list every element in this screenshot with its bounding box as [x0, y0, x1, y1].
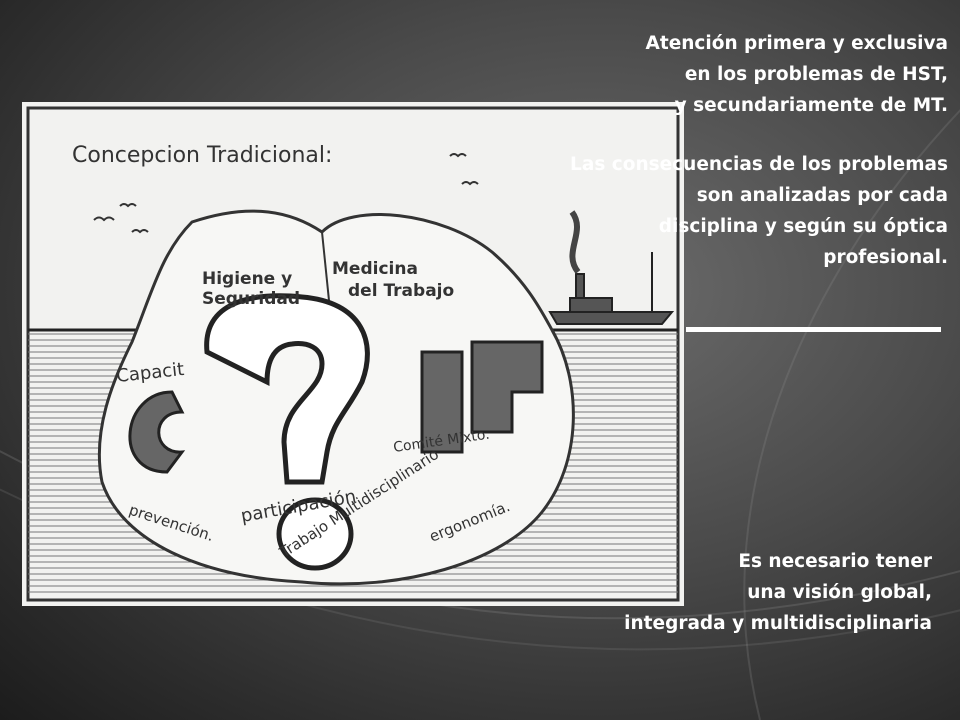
- question-mark-icon: [204, 293, 370, 571]
- divider-line: [686, 327, 941, 332]
- peak-right-line1: Medicina: [332, 259, 418, 279]
- big-letters-icon: [128, 340, 544, 474]
- bottom-line-1: Es necesario tener: [738, 551, 932, 572]
- top-line-8: profesional.: [823, 247, 948, 268]
- illus-title: Concepcion Tradicional:: [72, 143, 332, 168]
- top-line-1: Atención primera y exclusiva: [645, 33, 948, 54]
- top-line-5: Las consecuencias de los problemas: [570, 154, 948, 175]
- birds-icon: [93, 153, 479, 234]
- top-text-block: Atención primera y exclusiva en los prob…: [448, 28, 948, 273]
- top-line-6: son analizadas por cada: [696, 185, 948, 206]
- top-line-3: y secundariamente de MT.: [674, 95, 948, 116]
- peak-left-line2: Seguridad: [202, 289, 300, 309]
- peak-right-line2: del Trabajo: [348, 281, 454, 301]
- ship-icon: [548, 210, 675, 325]
- peak-left-line1: Higiene y: [202, 269, 292, 289]
- top-line-2: en los problemas de HST,: [684, 64, 948, 85]
- bottom-text-block: Es necesario tener una visión global, in…: [412, 546, 932, 639]
- bottom-line-3: integrada y multidisciplinaria: [624, 613, 932, 634]
- iceberg-illustration: Concepcion Tradicional: Higiene y Seguri…: [22, 102, 684, 606]
- top-line-7: disciplina y según su óptica: [658, 216, 948, 237]
- bottom-line-2: una visión global,: [747, 582, 932, 603]
